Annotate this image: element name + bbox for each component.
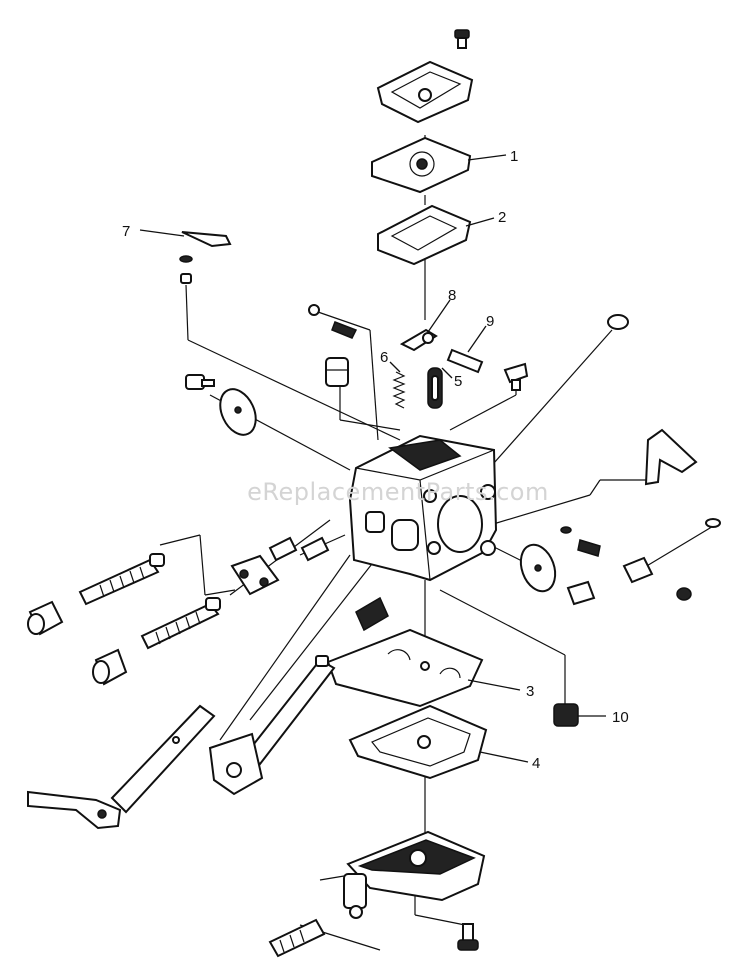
callout-8: 8 xyxy=(448,287,456,304)
choke-plate xyxy=(519,543,557,593)
fuel-screen-cap xyxy=(325,357,349,387)
callout-6: 6 xyxy=(380,349,388,366)
e-clip xyxy=(607,314,629,330)
callout-leaders xyxy=(139,154,606,763)
part-1-diaphragm xyxy=(371,136,472,194)
choke-lever xyxy=(208,732,264,796)
part-3-pump-diaphragm xyxy=(326,628,484,708)
part-9-pin xyxy=(446,348,484,374)
throttle-shaft xyxy=(110,704,216,814)
bottom-adjusting-screw xyxy=(268,918,326,958)
callout-7: 7 xyxy=(122,223,130,240)
callout-5: 5 xyxy=(454,373,462,390)
pump-spring xyxy=(355,596,389,632)
throttle-plate xyxy=(219,388,257,436)
bottom-cover-screw xyxy=(457,923,479,951)
needle-cap-high xyxy=(27,600,64,636)
callout-10: 10 xyxy=(612,709,629,726)
part-7-metering-lever xyxy=(179,231,232,284)
needle-bracket xyxy=(230,554,280,596)
part-8-lever-arm xyxy=(399,328,438,352)
fuel-elbow-fitting xyxy=(644,428,698,486)
needle-cap-low xyxy=(92,648,128,686)
callout-4: 4 xyxy=(532,755,540,772)
callout-9: 9 xyxy=(486,313,494,330)
choke-screw xyxy=(566,580,596,606)
carburetor-top-cover xyxy=(376,60,474,124)
part-2-gasket xyxy=(377,204,472,266)
watermark-text: eReplacementParts.com xyxy=(247,478,549,506)
carburetor-body xyxy=(348,434,498,582)
callout-2: 2 xyxy=(498,209,506,226)
part-4-pump-gasket xyxy=(348,704,488,780)
throttle-screw-left xyxy=(185,374,215,390)
callout-1: 1 xyxy=(510,148,518,165)
throttle-lever xyxy=(27,790,122,830)
body-screw-right xyxy=(503,362,529,391)
right-needle-spring xyxy=(560,526,601,557)
right-fitting xyxy=(622,518,721,601)
adjusting-needle-high xyxy=(78,553,165,606)
part-10-plug xyxy=(553,703,579,727)
needle-spring-pin xyxy=(308,304,358,339)
part-6-spring xyxy=(392,371,406,409)
choke-shaft xyxy=(244,655,336,766)
part-5-inlet-needle xyxy=(427,367,443,409)
top-screw xyxy=(454,29,470,49)
pump-cover xyxy=(343,830,486,919)
adjusting-needle-low xyxy=(140,597,221,650)
needle-springs xyxy=(268,536,330,562)
callout-3: 3 xyxy=(526,683,534,700)
